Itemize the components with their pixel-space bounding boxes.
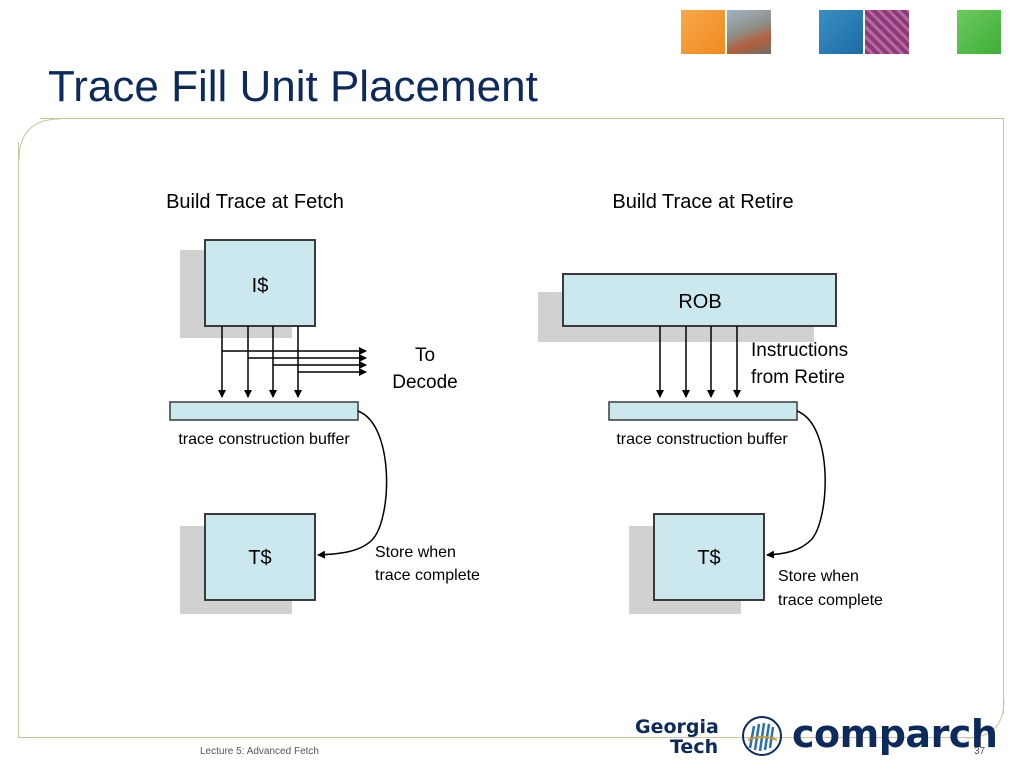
blue-tile [819,10,863,54]
icache-label: I$ [252,275,269,297]
footer-logos: Georgia Tech comparch [632,712,998,762]
left-store-arrow [317,410,388,559]
footer-lecture: Lecture 5: Advanced Fetch [200,746,319,757]
icache-block: I$ [180,239,316,338]
right-trace-buffer [608,401,798,421]
right-tcache-label: T$ [697,547,720,569]
left-trace-buffer [169,401,359,421]
comparch-logo: comparch [792,712,998,756]
right-tcache-block: T$ [629,513,765,614]
left-heading: Build Trace at Fetch [166,191,344,213]
right-store-line1: Store when [778,568,859,585]
rob-block: ROB [538,273,837,342]
right-store-line2: trace complete [778,592,883,609]
right-buffer-label: trace construction buffer [616,431,788,448]
to-decode-line1: To [415,345,435,366]
instructions-line2: from Retire [751,367,845,388]
right-store-arrow [766,410,826,559]
left-buffer-label: trace construction buffer [178,431,350,448]
to-decode-line2: Decode [392,372,458,393]
left-store-line2: trace complete [375,567,480,584]
campus-photo-tile [727,10,771,54]
instructions-line1: Instructions [751,340,848,361]
gt-emblem-icon [742,716,782,756]
left-tcache-block: T$ [180,513,316,614]
rob-to-buffer-arrows [656,326,741,398]
left-store-line1: Store when [375,544,456,561]
right-heading: Build Trace at Retire [612,191,793,213]
chip-photo-tile [865,10,909,54]
tech-word: Tech [670,736,719,758]
slide-title: Trace Fill Unit Placement [48,62,538,111]
green-tile [957,10,1001,54]
left-tcache-label: T$ [248,547,271,569]
icache-to-buffer-arrows [218,326,302,398]
page-number: 37 [974,746,986,757]
georgia-word: Georgia [635,716,719,738]
content-frame [18,118,1004,738]
rob-label: ROB [678,291,721,313]
orange-tile [681,10,725,54]
to-decode-arrows [222,347,367,376]
